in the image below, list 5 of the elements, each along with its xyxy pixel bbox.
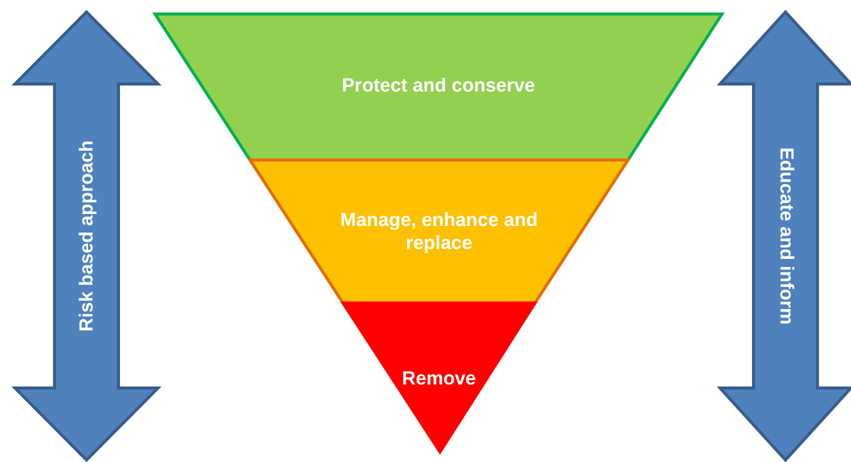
arrow-label: Educate and inform bbox=[774, 147, 797, 325]
arrow-label: Risk based approach bbox=[75, 140, 98, 332]
band-label: Manage, enhance and replace bbox=[339, 209, 539, 255]
band-label: Remove bbox=[401, 368, 477, 390]
band-label: Protect and conserve bbox=[340, 74, 536, 98]
